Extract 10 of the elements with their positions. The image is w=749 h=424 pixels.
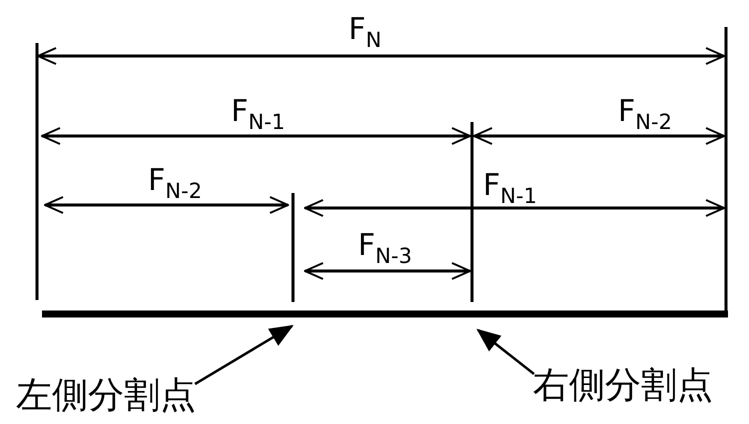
leader-arrow bbox=[476, 328, 535, 375]
leader-arrow bbox=[194, 324, 294, 386]
dimension-label: F$_{N-1}$ bbox=[231, 96, 285, 136]
split-point-label: 左側分割点 bbox=[16, 376, 196, 416]
dimension-label: F$_{N-2}$ bbox=[148, 165, 202, 205]
dimension-label: F$_{N}$ bbox=[348, 14, 382, 54]
dimension-label: F$_{N-3}$ bbox=[358, 230, 412, 270]
dimension-label: F$_{N-2}$ bbox=[618, 96, 672, 136]
split-point-label: 右側分割点 bbox=[533, 366, 713, 406]
dimension-label: F$_{N-1}$ bbox=[483, 170, 537, 210]
